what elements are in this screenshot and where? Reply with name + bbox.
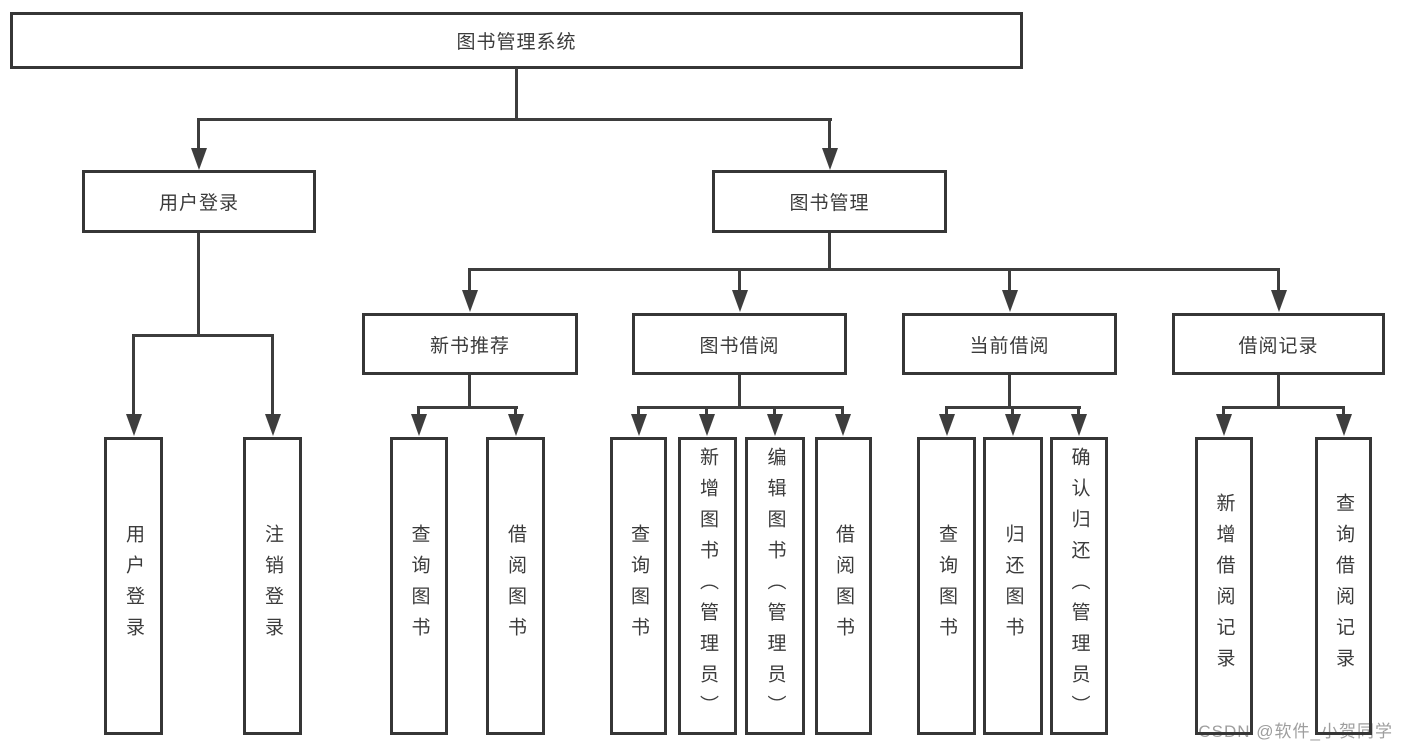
connector-vline [1077, 406, 1080, 416]
leaf-add-borrow-record: 新增借阅记录 [1195, 437, 1253, 735]
connector-vline [1008, 375, 1011, 408]
node-borrow-records-label: 借阅记录 [1238, 335, 1319, 357]
connector-vline [271, 334, 274, 416]
leaf-user-login-label: 用户登录 [123, 524, 144, 648]
leaf-borrow-query-book: 查询图书 [610, 437, 667, 735]
leaf-cur-query-book: 查询图书 [917, 437, 976, 735]
leaf-add-borrow-record-label: 新增借阅记录 [1213, 493, 1235, 679]
connector-vline [828, 118, 831, 151]
connector-vline [1342, 406, 1345, 416]
node-new-book-recommend: 新书推荐 [362, 313, 578, 375]
connector-vline [132, 334, 135, 416]
arrow-down-icon [462, 290, 478, 312]
connector-vline [515, 68, 518, 120]
node-current-borrow-label: 当前借阅 [969, 335, 1050, 357]
leaf-rec-query-book: 查询图书 [390, 437, 448, 735]
leaf-return-book: 归还图书 [983, 437, 1043, 735]
connector-vline [828, 233, 831, 270]
arrow-down-icon [508, 414, 524, 436]
connector-hline [132, 334, 274, 337]
node-book-management-label: 图书管理 [789, 193, 870, 214]
arrow-down-icon [411, 414, 427, 436]
connector-vline [514, 406, 517, 416]
leaf-rec-borrow-book-label: 借阅图书 [505, 524, 526, 648]
arrow-down-icon [767, 414, 783, 436]
connector-vline [705, 406, 708, 416]
connector-vline [417, 406, 420, 416]
connector-vline [468, 268, 471, 292]
arrow-down-icon [822, 148, 838, 170]
connector-vline [773, 406, 776, 416]
connector-hline [637, 406, 844, 409]
connector-vline [1277, 268, 1280, 292]
arrow-down-icon [191, 148, 207, 170]
arrow-down-icon [732, 290, 748, 312]
leaf-user-login: 用户登录 [104, 437, 163, 735]
connector-vline [197, 233, 200, 336]
connector-vline [1277, 375, 1280, 408]
leaf-edit-book-admin: 编辑图书（管理员） [745, 437, 805, 735]
connector-vline [197, 118, 200, 151]
connector-hline [197, 118, 832, 121]
connector-vline [738, 375, 741, 408]
arrow-down-icon [699, 414, 715, 436]
leaf-query-borrow-record: 查询借阅记录 [1315, 437, 1372, 735]
node-root: 图书管理系统 [10, 12, 1023, 69]
arrow-down-icon [939, 414, 955, 436]
node-user-login-label: 用户登录 [158, 193, 239, 214]
leaf-borrow-book-label: 借阅图书 [833, 524, 854, 648]
connector-vline [637, 406, 640, 416]
connector-hline [468, 268, 1280, 271]
node-root-label: 图书管理系统 [456, 32, 577, 53]
arrow-down-icon [1005, 414, 1021, 436]
arrow-down-icon [631, 414, 647, 436]
arrow-down-icon [1336, 414, 1352, 436]
leaf-add-book-admin-label: 新增图书（管理员） [697, 446, 718, 726]
connector-vline [1008, 268, 1011, 292]
leaf-logout-label: 注销登录 [262, 524, 283, 648]
leaf-add-book-admin: 新增图书（管理员） [678, 437, 737, 735]
arrow-down-icon [126, 414, 142, 436]
connector-vline [1222, 406, 1225, 416]
leaf-borrow-book: 借阅图书 [815, 437, 872, 735]
leaf-logout: 注销登录 [243, 437, 302, 735]
leaf-confirm-return-admin-label: 确认归还（管理员） [1068, 446, 1090, 726]
connector-vline [841, 406, 844, 416]
connector-vline [468, 375, 471, 408]
node-current-borrow: 当前借阅 [902, 313, 1117, 375]
leaf-cur-query-book-label: 查询图书 [936, 524, 957, 648]
node-user-login: 用户登录 [82, 170, 316, 233]
connector-vline [945, 406, 948, 416]
arrow-down-icon [1216, 414, 1232, 436]
node-book-borrow-label: 图书借阅 [699, 335, 780, 357]
leaf-borrow-query-book-label: 查询图书 [628, 524, 649, 648]
arrow-down-icon [265, 414, 281, 436]
node-book-management: 图书管理 [712, 170, 947, 233]
leaf-confirm-return-admin: 确认归还（管理员） [1050, 437, 1108, 735]
arrow-down-icon [1002, 290, 1018, 312]
connector-hline [1222, 406, 1345, 409]
arrow-down-icon [1271, 290, 1287, 312]
leaf-edit-book-admin-label: 编辑图书（管理员） [764, 446, 786, 726]
csdn-watermark: CSDN @软件_小贺同学 [1198, 722, 1393, 741]
node-new-book-recommend-label: 新书推荐 [429, 335, 510, 357]
arrow-down-icon [1071, 414, 1087, 436]
connector-vline [738, 268, 741, 292]
leaf-rec-query-book-label: 查询图书 [408, 524, 430, 648]
connector-hline [417, 406, 518, 409]
leaf-query-borrow-record-label: 查询借阅记录 [1333, 493, 1354, 679]
node-book-borrow: 图书借阅 [632, 313, 847, 375]
node-borrow-records: 借阅记录 [1172, 313, 1385, 375]
leaf-rec-borrow-book: 借阅图书 [486, 437, 545, 735]
arrow-down-icon [835, 414, 851, 436]
connector-vline [1011, 406, 1014, 416]
leaf-return-book-label: 归还图书 [1002, 524, 1024, 648]
